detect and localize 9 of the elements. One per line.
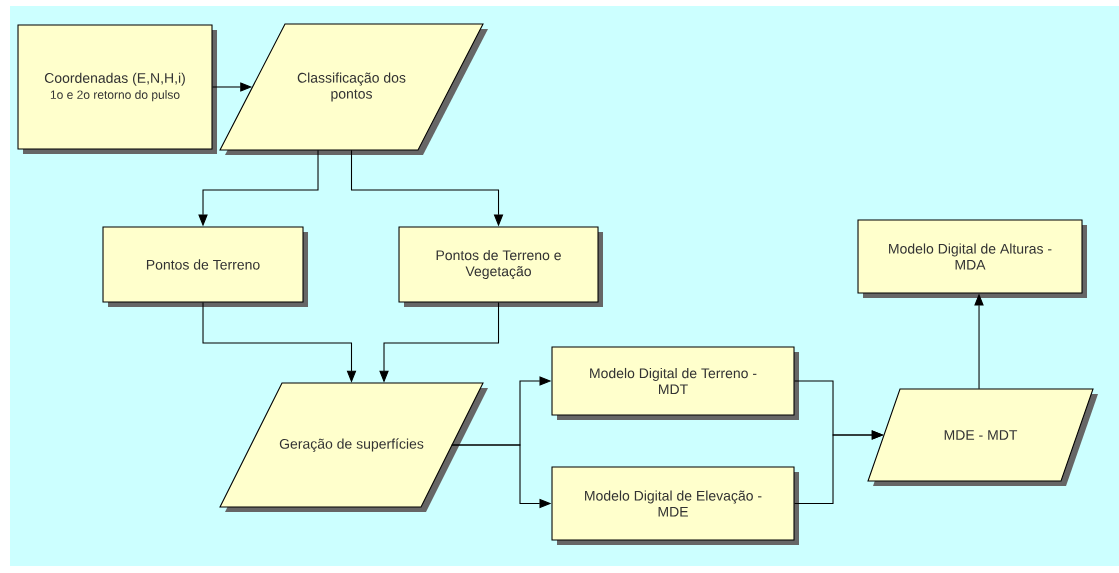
data-parallelogram: MDE - MDT [867,388,1098,486]
process-box: Modelo Digital de Alturas - MDA [857,219,1087,298]
process-box: Modelo Digital de Elevação - MDE [551,466,799,545]
process-box: Pontos de Terreno [102,226,308,307]
process-box: Pontos de Terreno e Vegetação [398,226,603,307]
data-parallelogram: Classificação dos pontos [219,23,488,155]
process-box: Coordenadas (E,N,H,i) 1o e 2o retorno do pulso [17,24,217,154]
data-parallelogram: Geração de superfícies [219,382,488,512]
process-box: Modelo Digital de Terreno - MDT [551,346,799,420]
